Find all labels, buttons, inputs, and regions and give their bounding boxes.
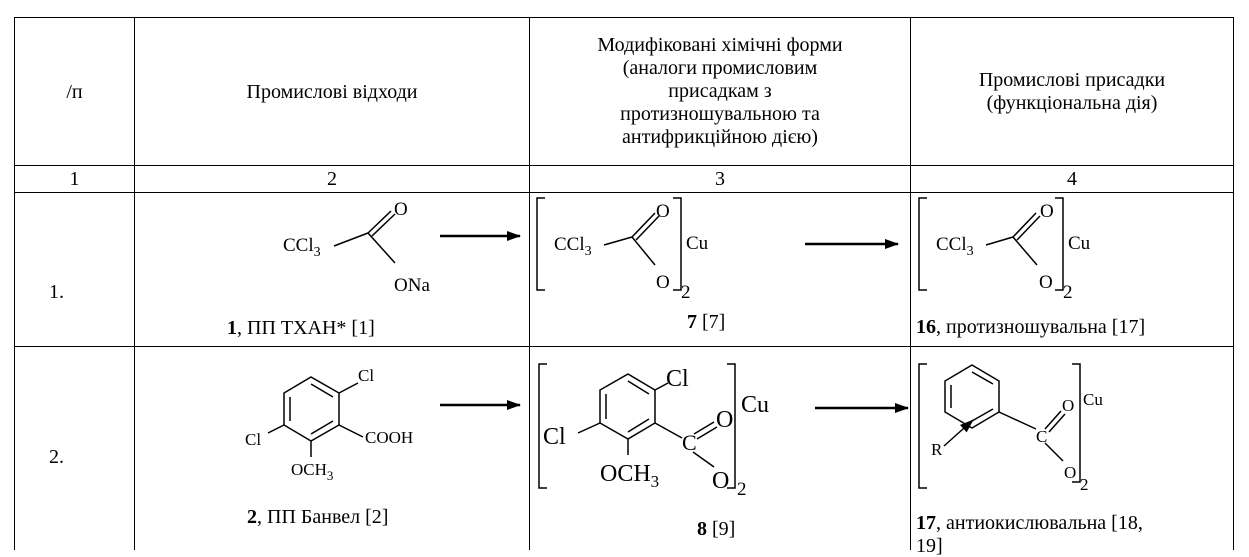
row1-modified-caption: 7 [7] <box>687 311 725 333</box>
carbon-label: C <box>1036 427 1047 446</box>
caption-text: [9] <box>707 518 736 540</box>
chlorine-label: Cl <box>245 430 261 449</box>
cooh-label: COOH <box>365 428 413 447</box>
chlorine-label: Cl <box>358 366 374 385</box>
compound-number: 7 <box>687 311 697 333</box>
numbering-col2-text: 2 <box>327 168 337 190</box>
header-col3-line: присадкам з <box>668 80 772 102</box>
chlorine-label: Cl <box>543 424 566 450</box>
numbering-col4-text: 4 <box>1067 168 1077 190</box>
subscript-2: 2 <box>1080 475 1089 494</box>
copper-label: Cu <box>741 392 769 418</box>
row1-waste-caption: 1, ПП ТХАН* [1] <box>227 317 375 339</box>
header-col3: Модифіковані хімічні форми (аналоги пром… <box>530 18 910 165</box>
structure-compound-2: Cl COOH Cl OCH3 <box>245 366 413 483</box>
oxygen-label: O <box>1039 272 1053 293</box>
subscript-2: 2 <box>1063 282 1073 303</box>
chlorine-label: Cl <box>666 366 689 392</box>
ccl3-label: CCl3 <box>936 234 974 259</box>
header-col3-line: (аналоги промисловим <box>622 57 818 79</box>
structure-compound-16: CCl3 O O 2 Cu <box>918 197 1091 303</box>
caption-text: , ПП ТХАН* [1] <box>237 317 375 339</box>
numbering-col4: 4 <box>911 166 1233 192</box>
copper-label: Cu <box>1068 233 1091 254</box>
oxygen-label: O <box>656 201 670 222</box>
compound-number: 8 <box>697 518 707 540</box>
compound-number: 2 <box>247 506 257 528</box>
row2-index: 2. <box>49 446 64 468</box>
oxygen-label: O <box>656 272 670 293</box>
header-col3-line: Модифіковані хімічні форми <box>597 34 843 56</box>
oxygen-label: O <box>1062 396 1074 415</box>
copper-label: Cu <box>1083 390 1103 409</box>
table-rule-header-bottom <box>14 165 1234 166</box>
table-border-left <box>14 17 15 550</box>
numbering-col3: 3 <box>530 166 910 192</box>
ona-label: ONa <box>394 275 430 296</box>
caption-text: [7] <box>697 311 726 333</box>
header-col4-line: (функціональна дія) <box>986 91 1158 114</box>
och3-label: OCH3 <box>291 460 333 483</box>
och3-label: OCH3 <box>600 461 659 491</box>
oxygen-label: O <box>712 468 729 494</box>
caption-text: , протизношувальна [17] <box>936 316 1146 338</box>
numbering-col3-text: 3 <box>715 168 725 190</box>
row2-additive-caption: 17, антиокислювальна [18, <box>916 512 1143 534</box>
numbering-col1: 1 <box>15 166 134 192</box>
structure-compound-17: R C O O 2 Cu <box>918 363 1103 494</box>
oxygen-label: O <box>716 407 733 433</box>
table-rule-numbering-bottom <box>14 192 1234 193</box>
header-col2-text: Промислові відходи <box>246 80 418 103</box>
table-col-divider-1 <box>134 17 135 550</box>
r-group-label: R <box>931 440 943 459</box>
table-rule-row1-bottom <box>14 346 1234 347</box>
header-col1-text: /п <box>66 80 83 103</box>
numbering-col2: 2 <box>135 166 529 192</box>
ccl3-label: CCl3 <box>554 234 592 259</box>
table-col-divider-3 <box>910 17 911 550</box>
compound-number: 16 <box>916 316 936 338</box>
header-col3-line: протизношувальною та <box>620 103 820 125</box>
substituent-arrow <box>943 419 974 447</box>
oxygen-label: O <box>394 199 408 220</box>
oxygen-label: O <box>1064 463 1076 482</box>
header-col1: /п <box>15 18 134 165</box>
carbon-label: C <box>682 430 697 455</box>
header-col4-line: Промислові присадки <box>978 68 1166 91</box>
ccl3-label: CCl3 <box>283 235 321 260</box>
compound-number: 17 <box>916 512 936 534</box>
header-col3-line: антифрикційною дією) <box>622 126 818 148</box>
subscript-2: 2 <box>681 282 691 303</box>
structure-compound-1: CCl3 O ONa <box>283 199 430 296</box>
structure-compound-8: Cl Cl OCH3 C O O 2 Cu <box>538 363 769 500</box>
caption-text: , ПП Банвел [2] <box>257 506 389 528</box>
table-border-right <box>1233 17 1234 550</box>
structure-compound-7: CCl3 O O 2 Cu <box>536 197 709 303</box>
copper-label: Cu <box>686 233 709 254</box>
table-col-divider-2 <box>529 17 530 550</box>
header-col4: Промислові присадки (функціональна дія) <box>911 18 1233 165</box>
row2-waste-caption: 2, ПП Банвел [2] <box>247 506 388 528</box>
table-border-top <box>14 17 1234 18</box>
subscript-2: 2 <box>737 479 747 500</box>
row1-additive-caption: 16, протизношувальна [17] <box>916 316 1145 338</box>
compound-number: 1 <box>227 317 237 339</box>
row1-index: 1. <box>49 281 64 303</box>
header-col2: Промислові відходи <box>135 18 529 165</box>
row2-modified-caption: 8 [9] <box>697 518 735 540</box>
caption-text: , антиокислювальна [18, <box>936 512 1143 534</box>
oxygen-label: O <box>1040 201 1054 222</box>
numbering-col1-text: 1 <box>69 168 80 190</box>
